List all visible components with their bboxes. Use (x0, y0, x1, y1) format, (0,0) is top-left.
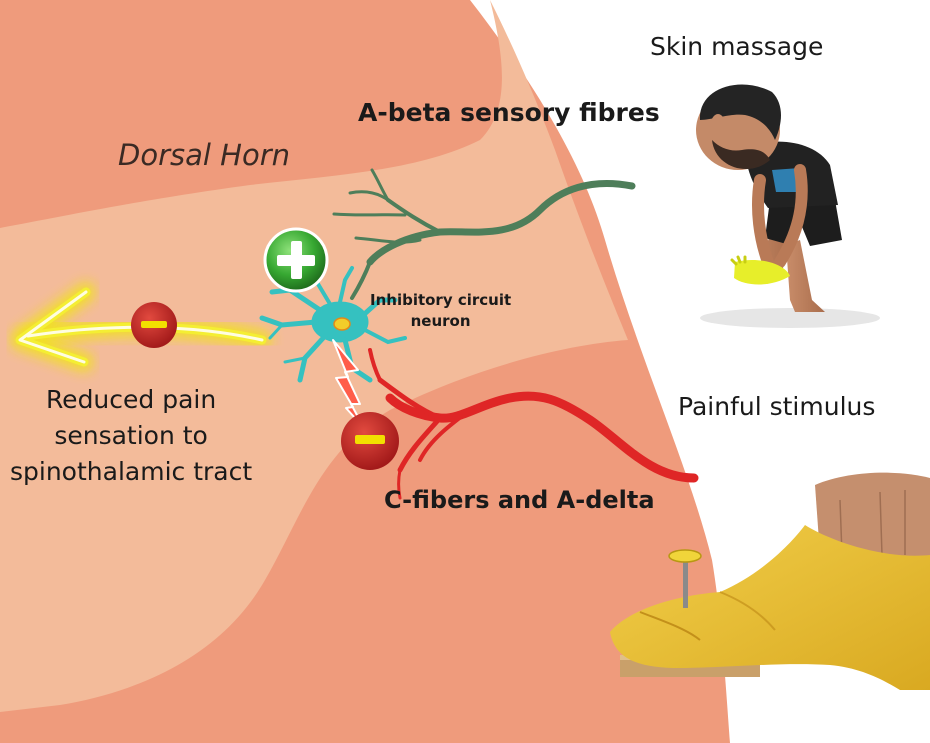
reduced-line-1: Reduced pain (10, 382, 252, 418)
inhibitory-neuron-label: Inhibitory circuit neuron (370, 290, 511, 332)
painful-stimulus-label: Painful stimulus (678, 392, 875, 421)
skin-massage-label: Skin massage (650, 32, 823, 61)
c-fibers-label: C-fibers and A-delta (384, 486, 655, 514)
person-icon (696, 85, 880, 328)
dorsal-horn-label: Dorsal Horn (118, 138, 290, 172)
reduced-pain-label: Reduced pain sensation to spinothalamic … (10, 382, 252, 490)
minus-icon (341, 412, 399, 470)
reduced-line-3: spinothalamic tract (10, 454, 252, 490)
abeta-label: A-beta sensory fibres (358, 98, 660, 127)
inhibitory-line-1: Inhibitory circuit (370, 290, 511, 311)
minus-icon (131, 302, 177, 348)
inhibitory-line-2: neuron (370, 311, 511, 332)
plus-icon (265, 229, 327, 291)
reduced-line-2: sensation to (10, 418, 252, 454)
